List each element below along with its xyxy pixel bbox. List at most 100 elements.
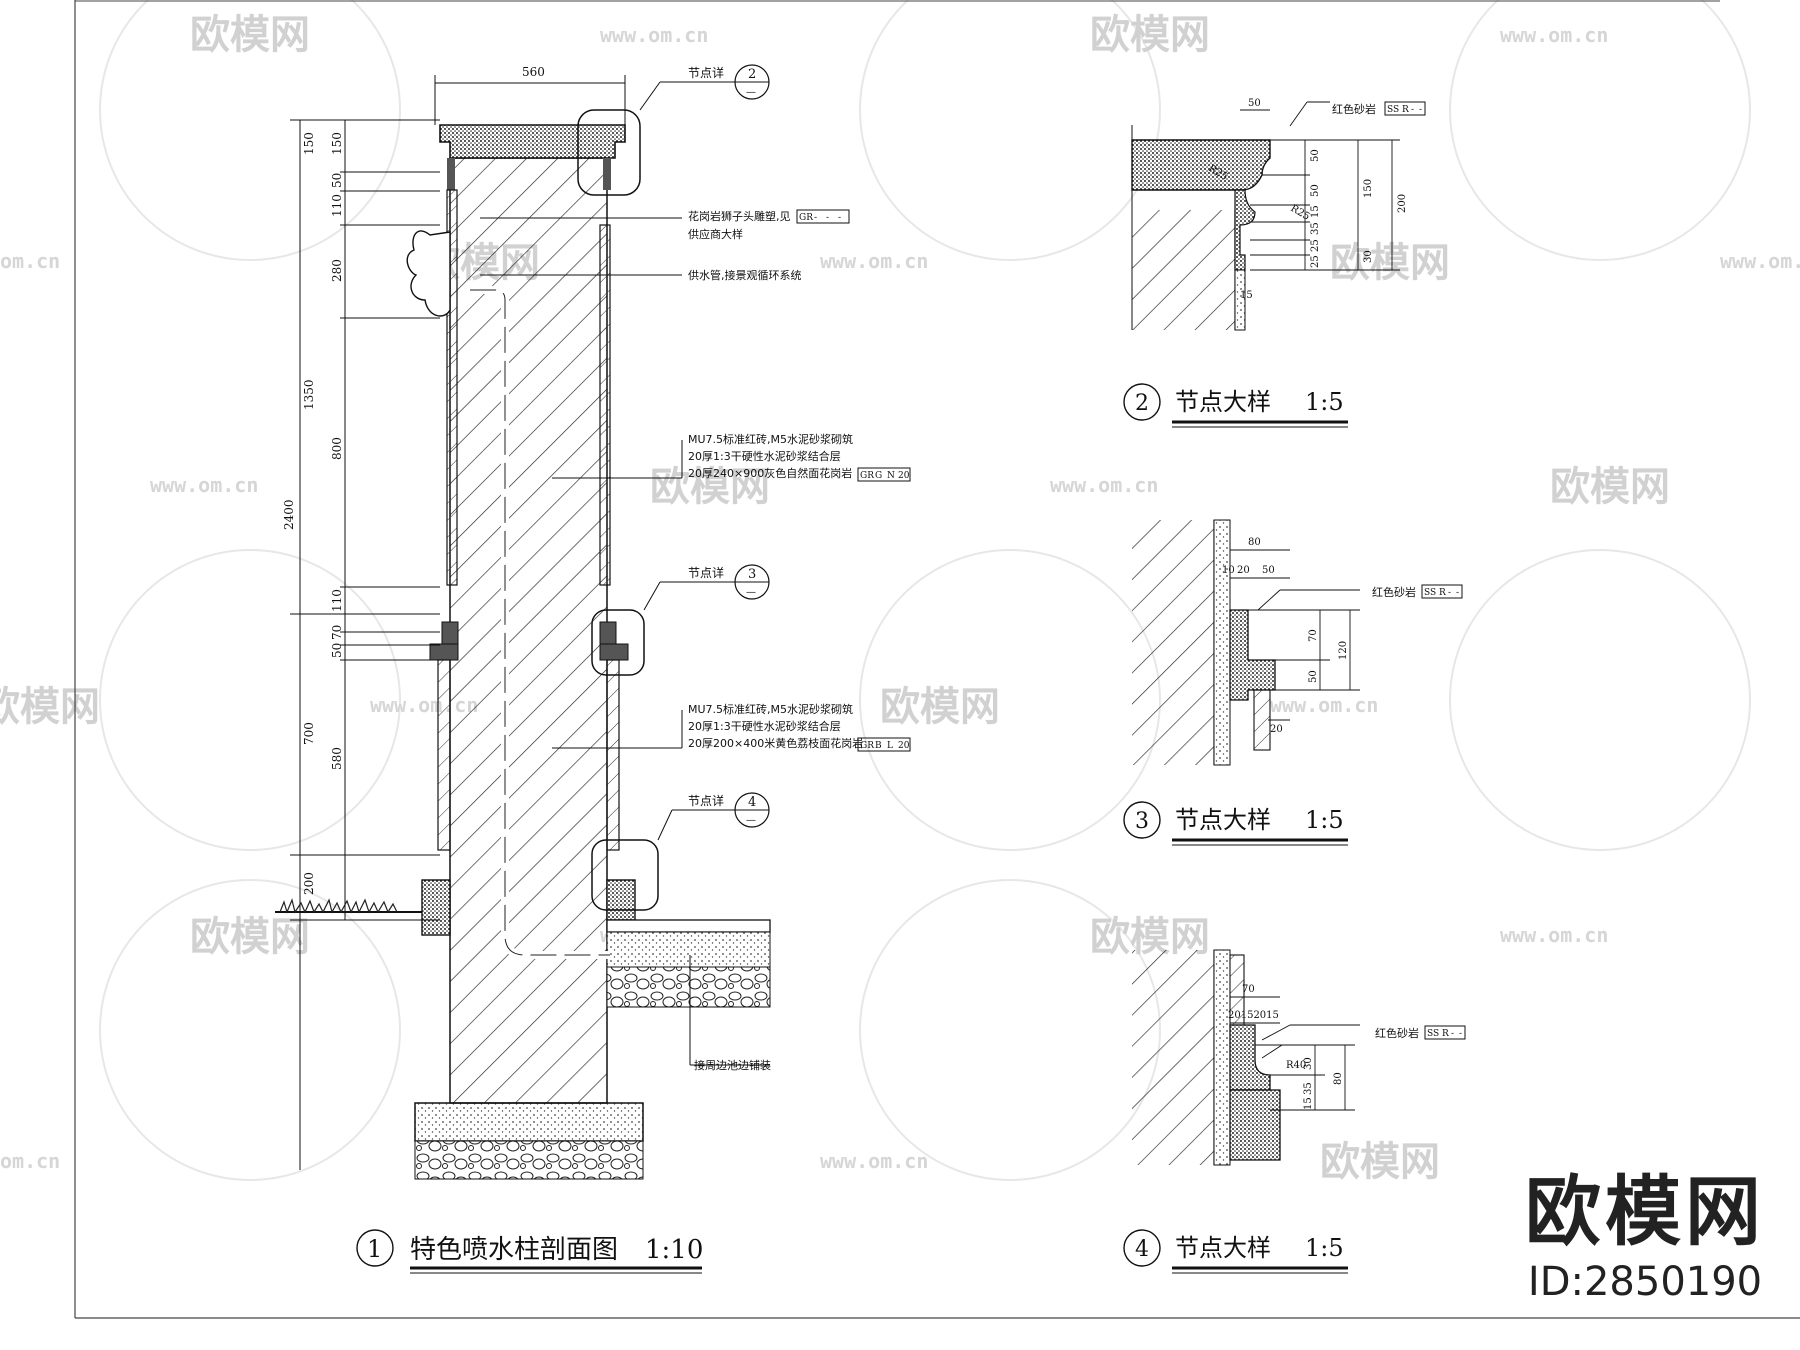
dim-outer-3: 700 (302, 722, 316, 745)
dim-outer-4: 200 (302, 872, 316, 895)
code-cell: - (838, 213, 841, 223)
ledge-left-lower (429, 643, 459, 661)
d3-dim: 10 (1222, 565, 1235, 576)
detail-4-number: 4 (1135, 1237, 1149, 1262)
code-cell: SS (1424, 588, 1436, 598)
code-cell: - (826, 213, 829, 223)
code-cell: SS (1427, 1029, 1439, 1039)
gravel-base (414, 1140, 644, 1180)
concrete-footing (414, 1102, 644, 1142)
code-cell: 20 (898, 471, 910, 481)
detail-4-number-circle (1123, 1229, 1161, 1267)
watermark-url: www.om.cn (1270, 693, 1378, 717)
d2-dim: 150 (1363, 179, 1374, 198)
detail-callouts: 节点详 2 — 节点详 3 — 节点详 4 — (688, 64, 770, 828)
d2-material-code: SS R - - (1384, 101, 1426, 116)
watermark-layer: 欧模网 欧模网 欧模网 欧模网 欧模网 欧模网 欧模网 欧模网 欧模网 欧模网 … (0, 0, 1800, 1185)
ledge-right-upper (599, 621, 617, 645)
pool-gravel (606, 966, 771, 1008)
detail-4-drawing (1132, 949, 1281, 1166)
cap-moulding-left (447, 158, 455, 190)
brand-logo: 欧模网 (1525, 1167, 1765, 1256)
d4-dim: 30 (1303, 1057, 1314, 1070)
code-cell: GR (860, 471, 874, 481)
d3-dim: 50 (1308, 670, 1319, 683)
lion-material-code: GR - - - (796, 209, 850, 224)
d4-dim: 80 (1333, 1072, 1344, 1085)
detail-2-scale: 1:5 (1305, 388, 1344, 416)
d3-dim: 120 (1338, 641, 1349, 660)
code-cell: - (1451, 1029, 1454, 1039)
section-leaders (480, 81, 770, 1066)
brand-stamp: 欧模网 ID:2850190 (1510, 1168, 1780, 1308)
detail-3-number: 3 (1135, 809, 1149, 834)
code-cell: R (1402, 105, 1409, 115)
section-title: 1 特色喷水柱剖面图 1:10 (356, 1229, 703, 1274)
brick-column-core (449, 157, 608, 1104)
code-cell: R (1439, 588, 1446, 598)
ledge-left-upper (441, 621, 459, 645)
watermark-url: om.cn (0, 1149, 60, 1173)
d4-material: 红色砂岩 (1375, 1026, 1419, 1040)
code-cell: - (1456, 588, 1459, 598)
d4-base (1229, 1089, 1281, 1161)
callout-label-3: 节点详 (688, 565, 724, 580)
detail-4-title-text: 节点大样 (1175, 1234, 1271, 1262)
code-cell: L (887, 741, 893, 751)
watermark-brand: 欧模网 (190, 12, 310, 58)
watermark-url: www.om.cn (1500, 23, 1608, 47)
code-cell: - (1448, 588, 1451, 598)
d4-dim: 15 (1303, 1097, 1314, 1110)
d2-dim: 50 (1248, 98, 1261, 109)
code-cell: - (1411, 105, 1414, 115)
detail-3-number-circle (1123, 801, 1161, 839)
note-lower-2: 20厚1:3干硬性水泥砂浆结合层 (688, 719, 841, 733)
d3-dim: 20 (1270, 724, 1283, 735)
code-cell: R (1442, 1029, 1449, 1039)
d2-dim: 50 (1310, 149, 1321, 162)
dim-inner-2: 50 (330, 173, 344, 188)
d3-material: 红色砂岩 (1372, 585, 1416, 599)
watermark-brand: 欧模网 (190, 914, 310, 960)
watermark-brand: 欧模网 (1330, 240, 1450, 286)
callout-sub-3: — (746, 587, 756, 598)
watermark-url: www.om.cn (1720, 249, 1800, 273)
watermark-rings (99, 0, 1751, 1181)
code-cell: G (875, 471, 882, 481)
detail-3-scale: 1:5 (1305, 806, 1344, 834)
water-pipe-outline (470, 289, 610, 956)
d3-dim: 80 (1248, 537, 1261, 548)
watermark-url: www.om.cn (600, 23, 708, 47)
code-cell: - (1419, 105, 1422, 115)
detail-4-dimensions (1230, 996, 1360, 1111)
code-cell: B (875, 741, 882, 751)
dim-outer-1: 150 (302, 132, 316, 155)
detail-2-title: 2 节点大样 1:5 (1123, 383, 1348, 428)
watermark-brand: 欧模网 (1550, 464, 1670, 510)
callout-boundary-4 (591, 839, 659, 911)
note-pipe: 供水管,接景观循环系统 (688, 268, 802, 282)
d2-capstone (1131, 139, 1271, 191)
dim-inner-6: 110 (330, 589, 344, 612)
grass-hatch (279, 898, 398, 914)
watermark-url: www.om.cn (1050, 473, 1158, 497)
watermark-url: www.om.cn (150, 473, 258, 497)
d2-moulding (1234, 189, 1256, 271)
note-upper-3: 20厚240×900灰色自然面花岗岩 (688, 466, 852, 480)
callout-num-3: 3 (748, 567, 756, 582)
detail-2-number: 2 (1135, 391, 1149, 416)
watermark-url: om.cn (0, 249, 60, 273)
d2-dim: 35 (1310, 222, 1321, 235)
lower-material-code: GR B L 20 (857, 737, 911, 752)
callout-sub-2: — (746, 87, 756, 98)
cap-moulding-right (603, 158, 611, 190)
dim-total: 2400 (282, 499, 296, 530)
watermark-url: www.om.cn (820, 1149, 928, 1173)
code-cell: GR (799, 213, 813, 223)
callout-boundary-2 (577, 109, 641, 196)
section-scale: 1:10 (645, 1235, 703, 1265)
code-cell: GR (860, 741, 874, 751)
lower-granite-cladding-right (606, 659, 620, 851)
note-pool-paving: 接周边池边铺装 (694, 1059, 771, 1072)
plinth-right (606, 879, 636, 921)
